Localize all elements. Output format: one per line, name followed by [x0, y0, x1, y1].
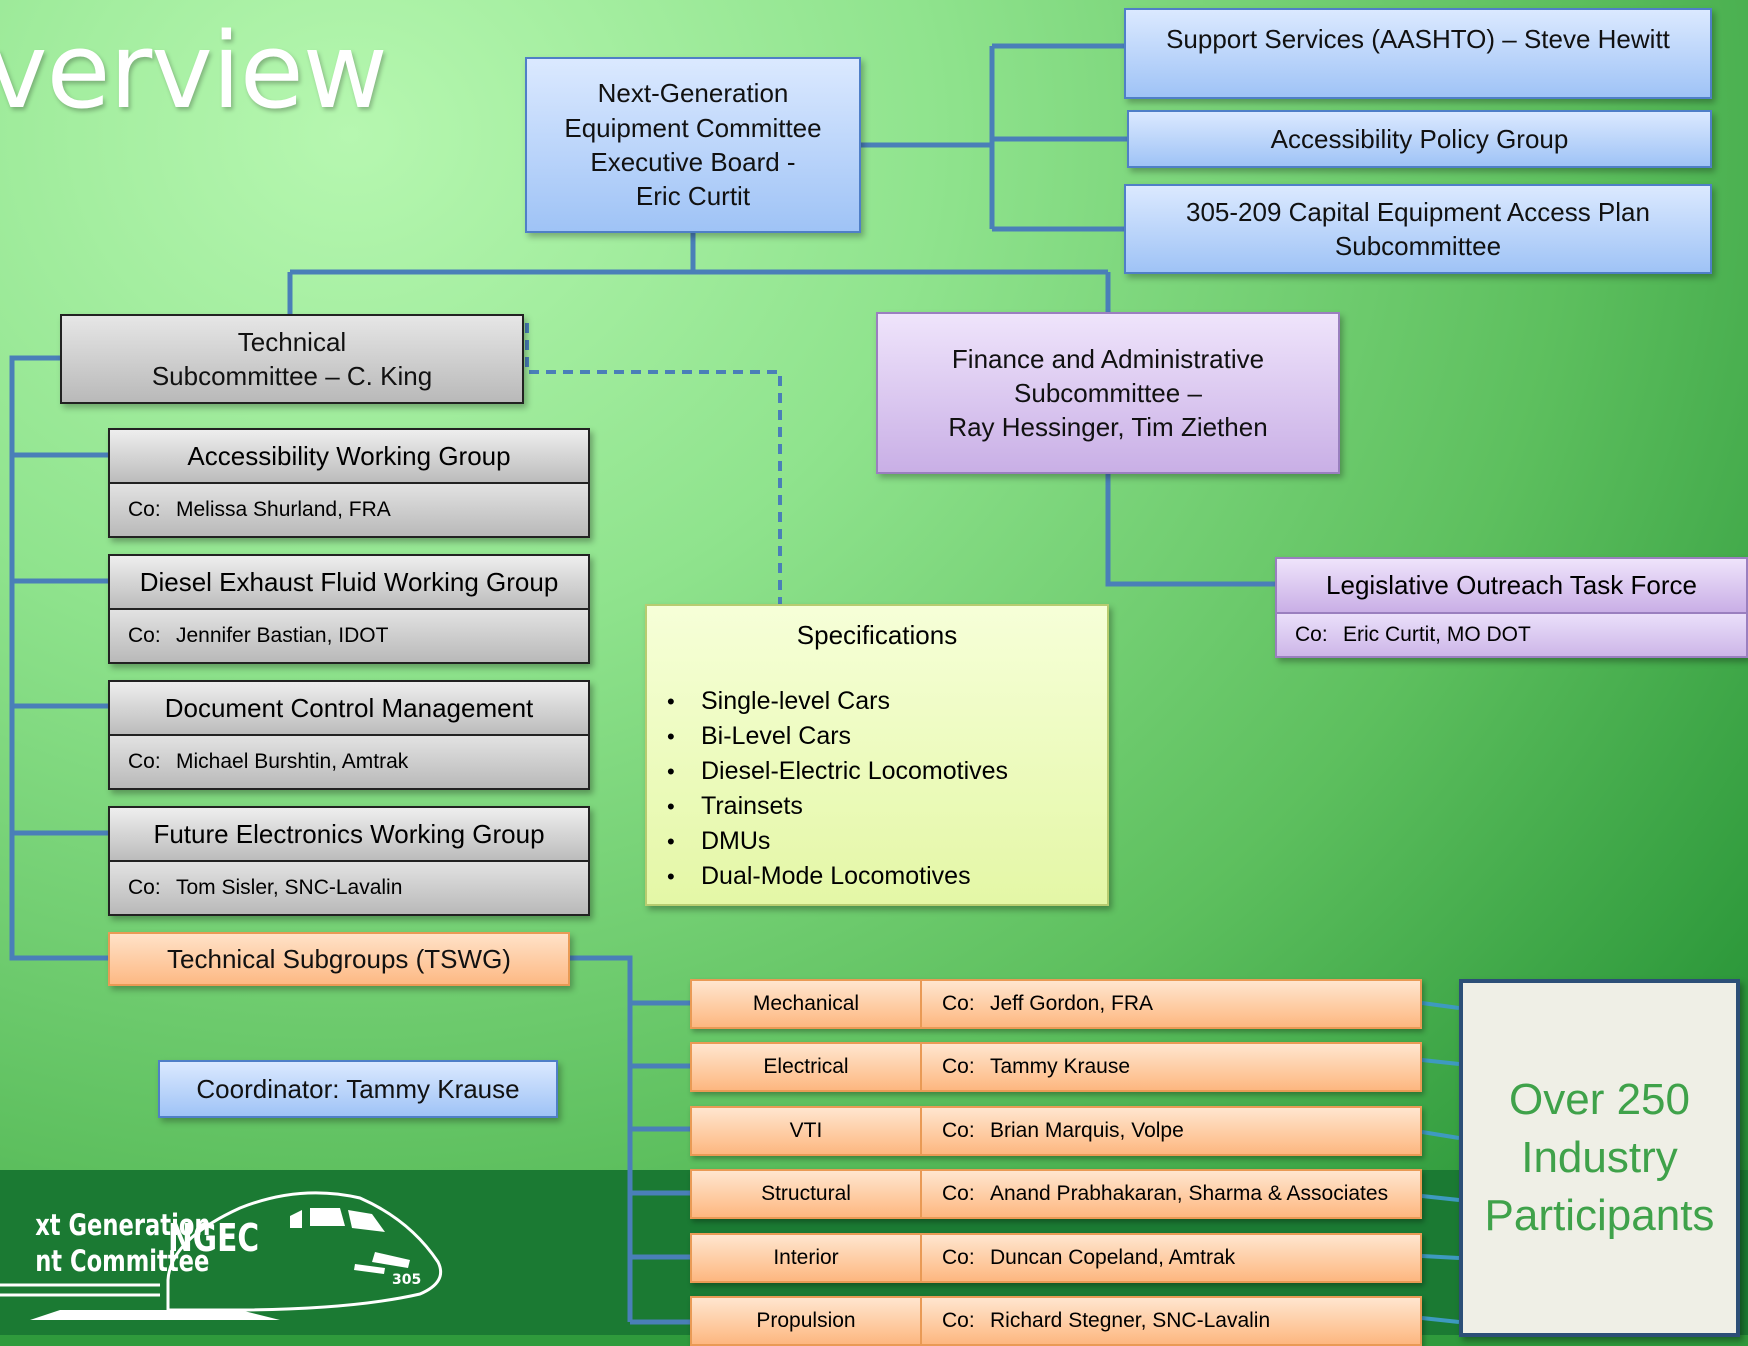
- co-person: Melissa Shurland, FRA: [176, 498, 391, 521]
- co-person: Eric Curtit, MO DOT: [1343, 623, 1531, 646]
- subgroup-co: Co: Duncan Copeland, Amtrak: [922, 1233, 1422, 1283]
- co-label: Co:: [942, 1055, 975, 1078]
- ngec-logo: xt Generation nt Committee 305 NGEC: [0, 1180, 470, 1340]
- co-label: Co:: [942, 1309, 975, 1332]
- logo-number: 305: [392, 1272, 421, 1288]
- co-label: Co:: [128, 498, 161, 521]
- co-person: Brian Marquis, Volpe: [990, 1119, 1184, 1142]
- co-label: Co:: [942, 1246, 975, 1269]
- executive-board-line: Equipment Committee: [564, 112, 822, 143]
- coordinator-box: Coordinator: Tammy Krause: [158, 1060, 558, 1118]
- finance-line: Subcommittee –: [1014, 377, 1202, 408]
- specifications-title: Specifications: [796, 620, 958, 650]
- working-group-co: Co: Melissa Shurland, FRA: [108, 482, 590, 538]
- specifications-list: Single-level Cars Bi-Level Cars Diesel-E…: [667, 684, 1008, 894]
- subgroup-row: VTI Co: Brian Marquis, Volpe: [690, 1106, 1422, 1156]
- specification-item: Diesel-Electric Locomotives: [667, 754, 1008, 789]
- subgroup-name: Mechanical: [690, 979, 922, 1029]
- co-label: Co:: [942, 1182, 975, 1205]
- tswg-box: Technical Subgroups (TSWG): [108, 932, 570, 986]
- subgroup-co: Co: Tammy Krause: [922, 1042, 1422, 1092]
- finance-line: Ray Hessinger, Tim Ziethen: [948, 412, 1268, 443]
- participants-box: Over 250 Industry Participants: [1459, 979, 1740, 1337]
- co-person: Tammy Krause: [990, 1055, 1131, 1078]
- executive-board-line: Next-Generation: [597, 78, 789, 109]
- working-group-card: Diesel Exhaust Fluid Working Group Co: Je…: [108, 554, 590, 664]
- co-person: Duncan Copeland, Amtrak: [990, 1246, 1236, 1269]
- technical-subcommittee-line: Technical: [237, 326, 347, 357]
- executive-board-line: Eric Curtit: [635, 181, 751, 212]
- executive-board-line: Executive Board -: [590, 147, 796, 177]
- participants-line: Over 250: [1509, 1074, 1690, 1124]
- co-person: Michael Burshtin, Amtrak: [176, 750, 409, 773]
- specification-item: DMUs: [667, 824, 1008, 859]
- co-person: Jeff Gordon, FRA: [990, 992, 1154, 1015]
- slide-title: verview: [0, 10, 388, 132]
- working-group-co: Co: Jennifer Bastian, IDOT: [108, 608, 590, 664]
- legislative-outreach-name: Legislative Outreach Task Force: [1275, 557, 1748, 612]
- working-group-card: Future Electronics Working Group Co: Tom …: [108, 806, 590, 916]
- subgroup-co: Co: Brian Marquis, Volpe: [922, 1106, 1422, 1156]
- subgroup-name: Structural: [690, 1169, 922, 1219]
- working-group-name: Diesel Exhaust Fluid Working Group: [108, 554, 590, 608]
- specification-item: Dual-Mode Locomotives: [667, 859, 1008, 894]
- co-person: Richard Stegner, SNC-Lavalin: [990, 1309, 1271, 1332]
- co-label: Co:: [942, 992, 975, 1015]
- coordinator-label: Coordinator: Tammy Krause: [196, 1073, 520, 1104]
- working-group-card: Accessibility Working Group Co: Melissa S…: [108, 428, 590, 538]
- subgroup-row: Interior Co: Duncan Copeland, Amtrak: [690, 1233, 1422, 1283]
- finance-line: Finance and Administrative: [951, 343, 1265, 374]
- capital-equipment-plan-box: 305-209 Capital Equipment Access Plan Su…: [1124, 184, 1712, 274]
- capital-equipment-plan-line: Subcommittee: [1334, 231, 1502, 261]
- subgroup-row: Electrical Co: Tammy Krause: [690, 1042, 1422, 1092]
- finance-subcommittee-box: Finance and Administrative Subcommittee …: [876, 312, 1340, 474]
- train-icon: 305: [0, 1191, 443, 1320]
- logo-badge: NGEC: [168, 1216, 260, 1260]
- co-label: Co:: [1295, 623, 1328, 646]
- legislative-outreach-card: Legislative Outreach Task Force Co: Eric …: [1275, 557, 1748, 658]
- subgroup-name: Propulsion: [690, 1296, 922, 1346]
- specification-item: Bi-Level Cars: [667, 719, 1008, 754]
- working-group-co: Co: Tom Sisler, SNC-Lavalin: [108, 860, 590, 916]
- capital-equipment-plan-line: 305-209 Capital Equipment Access Plan: [1186, 196, 1650, 227]
- subgroup-row: Structural Co: Anand Prabhakaran, Sharma …: [690, 1169, 1422, 1219]
- technical-subcommittee-box: Technical Subcommittee – C. King: [60, 314, 524, 404]
- legislative-outreach-co: Co: Eric Curtit, MO DOT: [1275, 612, 1748, 658]
- specification-item: Trainsets: [667, 789, 1008, 824]
- working-group-name: Accessibility Working Group: [108, 428, 590, 482]
- co-person: Jennifer Bastian, IDOT: [176, 624, 389, 647]
- co-person: Anand Prabhakaran, Sharma & Associates: [990, 1182, 1389, 1205]
- subgroup-co: Co: Richard Stegner, SNC-Lavalin: [922, 1296, 1422, 1346]
- co-label: Co:: [128, 876, 161, 899]
- accessibility-policy-group-label: Accessibility Policy Group: [1270, 123, 1569, 154]
- specifications-box: Specifications Single-level Cars Bi-Leve…: [645, 604, 1109, 906]
- subgroup-name: VTI: [690, 1106, 922, 1156]
- co-label: Co:: [128, 624, 161, 647]
- specification-item: Single-level Cars: [667, 684, 1008, 719]
- participants-line: Participants: [1484, 1191, 1715, 1241]
- accessibility-policy-group-box: Accessibility Policy Group: [1127, 110, 1712, 168]
- subgroup-name: Interior: [690, 1233, 922, 1283]
- tswg-label: Technical Subgroups (TSWG): [167, 943, 511, 974]
- co-person: Tom Sisler, SNC-Lavalin: [176, 876, 403, 899]
- subgroup-co: Co: Jeff Gordon, FRA: [922, 979, 1422, 1029]
- support-services-label: Support Services (AASHTO) – Steve Hewitt: [1166, 24, 1670, 54]
- co-label: Co:: [942, 1119, 975, 1142]
- executive-board-box: Next-Generation Equipment Committee Exec…: [525, 57, 861, 233]
- support-services-box: Support Services (AASHTO) – Steve Hewitt: [1124, 8, 1712, 99]
- subgroup-name: Electrical: [690, 1042, 922, 1092]
- technical-subcommittee-line: Subcommittee – C. King: [151, 361, 433, 391]
- subgroup-row: Propulsion Co: Richard Stegner, SNC-Laval…: [690, 1296, 1422, 1346]
- co-label: Co:: [128, 750, 161, 773]
- working-group-name: Document Control Management: [108, 680, 590, 734]
- subgroup-row: Mechanical Co: Jeff Gordon, FRA: [690, 979, 1422, 1029]
- working-group-co: Co: Michael Burshtin, Amtrak: [108, 734, 590, 790]
- working-group-card: Document Control Management Co: Michael B…: [108, 680, 590, 790]
- working-group-name: Future Electronics Working Group: [108, 806, 590, 860]
- subgroup-co: Co: Anand Prabhakaran, Sharma & Associate…: [922, 1169, 1422, 1219]
- participants-line: Industry: [1521, 1132, 1678, 1182]
